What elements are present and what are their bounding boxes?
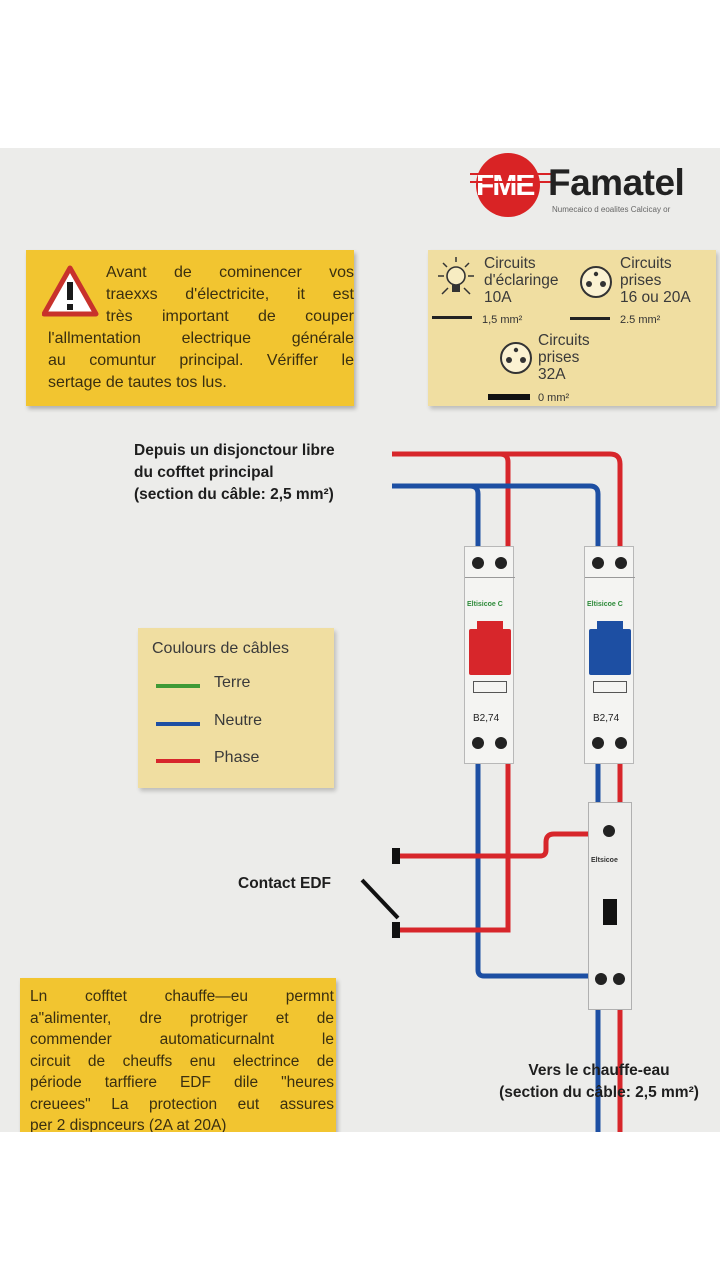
brand-tagline: Numecaico d eoalites Calcicay or bbox=[552, 205, 671, 214]
warning-line: au comuntur principal. Vériffer le bbox=[48, 352, 354, 369]
contact-terminal bbox=[392, 848, 400, 864]
contactor: Eltsicoe bbox=[588, 802, 632, 1010]
breaker-rating: B2,74 bbox=[593, 713, 620, 724]
sockets16-label: Circuits prises 16 ou 20A bbox=[620, 255, 691, 306]
contact-terminal bbox=[392, 922, 400, 938]
phase-wire-top bbox=[392, 451, 511, 550]
cable-color-legend: Coulours de câbles Terre Neutre Phase bbox=[138, 628, 334, 788]
phase-wire-contact bbox=[398, 831, 604, 859]
neutral-wire-bottom bbox=[475, 762, 592, 979]
warning-panel: Avant de cominencer vos traexxs d'électr… bbox=[26, 250, 354, 406]
warning-line: l'allmentation electrique générale bbox=[48, 330, 354, 347]
neutral-wire-top bbox=[392, 483, 601, 550]
warning-text: Avant de cominencer vos traexxs d'électr… bbox=[106, 262, 354, 328]
legend-item-phase: Phase bbox=[214, 749, 260, 766]
legend-item-earth: Terre bbox=[214, 674, 251, 691]
wiring-diagram bbox=[360, 451, 623, 1132]
legend-item-neutral: Neutre bbox=[214, 712, 263, 729]
breaker-brand: Eltisicoe C bbox=[587, 601, 623, 608]
warning-line: très important de couper bbox=[106, 308, 354, 325]
circuits-panel: Circuits d'éclaringe 10A 1,5 mm² Circuit… bbox=[428, 250, 716, 406]
lighting-section: 1,5 mm² bbox=[482, 314, 523, 326]
phase-wire-contact bbox=[398, 762, 511, 933]
warning-triangle-icon bbox=[42, 265, 99, 317]
warning-line: Avant de cominencer vos bbox=[106, 264, 354, 281]
legend-swatch-earth bbox=[156, 684, 200, 688]
contact-switch-lever bbox=[360, 878, 400, 920]
logo-circle bbox=[476, 153, 540, 217]
breaker-2: Eltisicoe C B2,74 bbox=[584, 546, 635, 764]
warning-text-wide: l'allmentation electrique générale au co… bbox=[48, 328, 354, 394]
sockets16-section: 2.5 mm² bbox=[620, 314, 661, 326]
breaker-brand: Eltisicoe C bbox=[467, 601, 503, 608]
breaker-toggle[interactable] bbox=[589, 629, 631, 675]
phase-wire-top bbox=[392, 451, 623, 550]
info-panel: Ln cofftet chauffe—eu permnt a"alimenter… bbox=[20, 978, 336, 1132]
legend-swatch-phase bbox=[156, 759, 200, 763]
contactor-brand: Eltsicoe bbox=[591, 857, 618, 864]
breaker-rating: B2,74 bbox=[473, 713, 500, 724]
light-bulb-icon bbox=[438, 257, 474, 295]
source-label: Depuis un disjonctour libre du cofftet p… bbox=[134, 442, 335, 503]
info-text: Ln cofftet chauffe—eu permnt a"alimenter… bbox=[30, 988, 334, 1132]
diagram-poster: FME Famatel Numecaico d eoalites Calcica… bbox=[0, 148, 720, 1132]
destination-label: Vers le chauffe-eau (section du câble: 2… bbox=[499, 1062, 699, 1101]
breaker-1: Eltisicoe C B2,74 bbox=[464, 546, 515, 764]
lighting-cable-line bbox=[432, 316, 472, 319]
neutral-wire-top bbox=[392, 483, 481, 550]
contactor-switch[interactable] bbox=[603, 899, 617, 925]
legend-swatch-neutral bbox=[156, 722, 200, 726]
warning-line: traexxs d'électricite, it est bbox=[106, 286, 354, 303]
warning-line: sertage de tautes tos lus. bbox=[48, 374, 227, 391]
breaker-toggle[interactable] bbox=[469, 629, 511, 675]
contact-edf-label: Contact EDF bbox=[238, 875, 331, 892]
socket-icon bbox=[500, 342, 532, 374]
legend-title: Coulours de câbles bbox=[152, 640, 289, 657]
socket-icon bbox=[580, 266, 612, 298]
sockets32-label: Circuits prises 32A bbox=[538, 332, 590, 383]
sockets16-cable-line bbox=[570, 317, 610, 320]
sockets32-section: 0 mm² bbox=[538, 392, 570, 404]
sockets32-cable-line bbox=[488, 394, 530, 400]
lighting-label: Circuits d'éclaringe 10A bbox=[484, 255, 559, 306]
brand-name: Famatel bbox=[548, 162, 685, 203]
